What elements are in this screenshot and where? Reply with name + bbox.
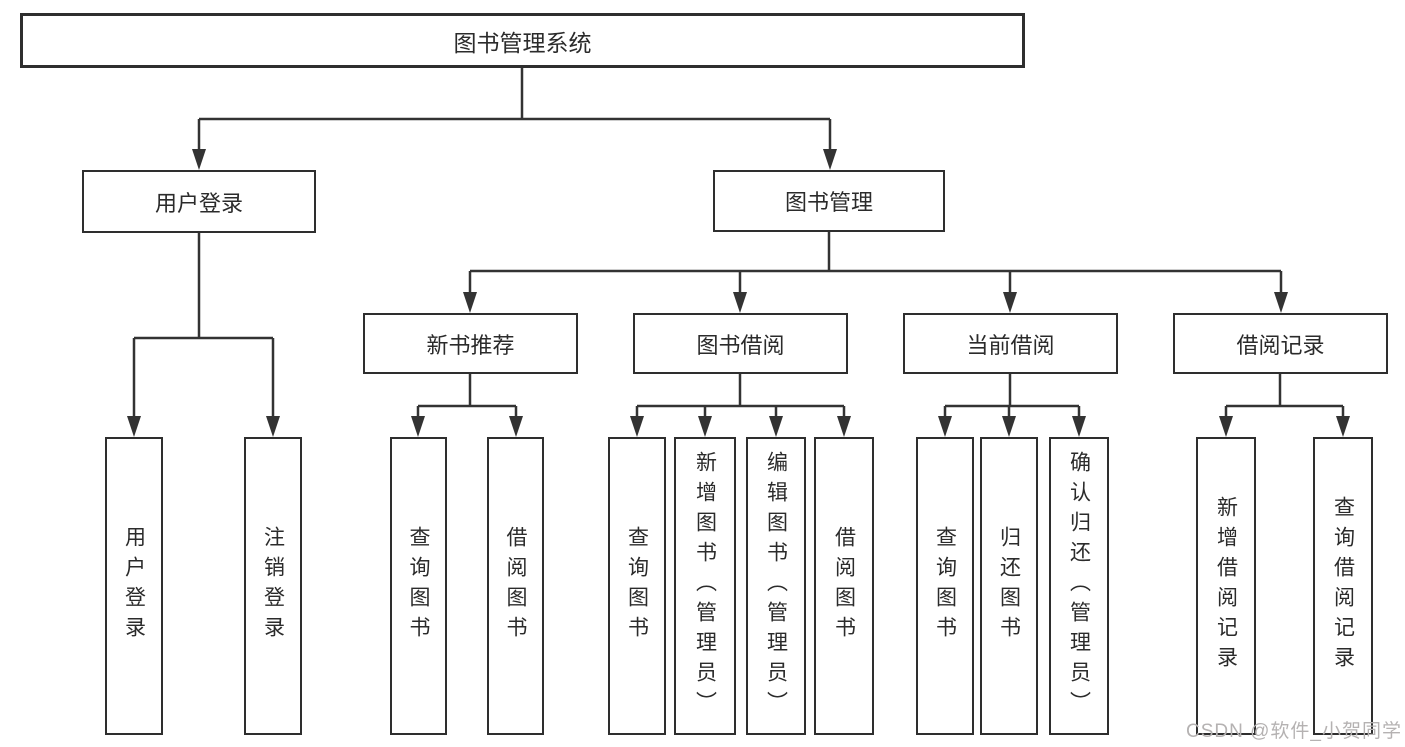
- node-query-books-recommend: 查询图书: [390, 437, 447, 735]
- node-query-books-current-label: 查询图书: [933, 526, 957, 646]
- node-user-login-label: 用户登录: [122, 526, 146, 646]
- node-confirm-return-admin-label: 确认归还（管理员）: [1067, 451, 1091, 721]
- node-user-login: 用户登录: [105, 437, 163, 735]
- node-user-login-branch-label: 用户登录: [154, 190, 243, 216]
- node-query-books-recommend-label: 查询图书: [407, 526, 430, 646]
- node-book-management-branch: 图书管理: [713, 170, 945, 232]
- node-query-borrow-record-label: 查询借阅记录: [1331, 496, 1355, 676]
- node-edit-book-admin: 编辑图书（管理员）: [746, 437, 806, 735]
- node-new-book-recommend-label: 新书推荐: [426, 332, 515, 358]
- node-return-book: 归还图书: [980, 437, 1038, 735]
- node-borrow-books-recommend: 借阅图书: [487, 437, 544, 735]
- node-borrowing-records: 借阅记录: [1173, 313, 1388, 374]
- node-add-borrow-record: 新增借阅记录: [1196, 437, 1256, 735]
- node-borrow-books-recommend-label: 借阅图书: [504, 526, 527, 646]
- node-borrowing-records-label: 借阅记录: [1236, 332, 1325, 358]
- node-edit-book-admin-label: 编辑图书（管理员）: [764, 451, 788, 721]
- arrowheads: [127, 149, 1350, 437]
- node-query-borrow-record: 查询借阅记录: [1313, 437, 1373, 735]
- node-borrow-books: 借阅图书: [814, 437, 874, 735]
- node-query-books-borrowing: 查询图书: [608, 437, 666, 735]
- node-current-borrowing: 当前借阅: [903, 313, 1118, 374]
- node-book-management-branch-label: 图书管理: [784, 190, 873, 215]
- node-add-borrow-record-label: 新增借阅记录: [1214, 496, 1238, 676]
- node-book-borrowing: 图书借阅: [633, 313, 848, 374]
- csdn-watermark: CSDN @软件_小贺同学: [1186, 721, 1402, 742]
- node-confirm-return-admin: 确认归还（管理员）: [1049, 437, 1109, 735]
- node-borrow-books-label: 借阅图书: [832, 526, 856, 646]
- node-query-books-current: 查询图书: [916, 437, 974, 735]
- node-logout-label: 注销登录: [261, 526, 285, 646]
- node-root: 图书管理系统: [20, 13, 1025, 68]
- node-current-borrowing-label: 当前借阅: [966, 332, 1055, 358]
- node-root-label: 图书管理系统: [453, 29, 592, 56]
- node-book-borrowing-label: 图书借阅: [696, 332, 785, 358]
- node-return-book-label: 归还图书: [997, 526, 1021, 646]
- node-add-book-admin: 新增图书（管理员）: [674, 437, 736, 735]
- node-query-books-borrowing-label: 查询图书: [625, 526, 649, 646]
- node-new-book-recommend: 新书推荐: [363, 313, 578, 374]
- node-logout: 注销登录: [244, 437, 302, 735]
- node-add-book-admin-label: 新增图书（管理员）: [693, 451, 717, 721]
- node-user-login-branch: 用户登录: [82, 170, 316, 233]
